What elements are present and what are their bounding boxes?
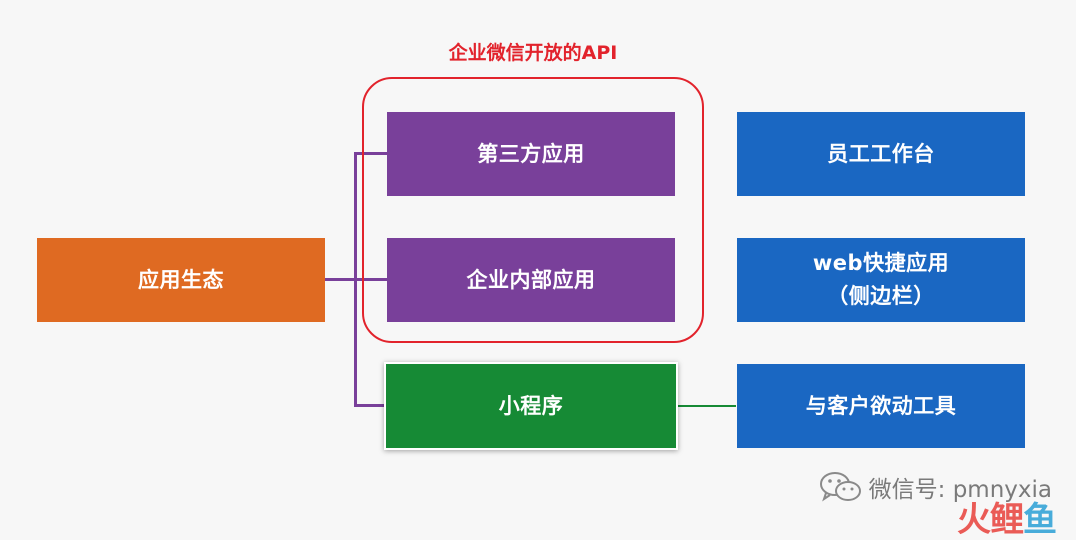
api-group-label: 企业微信开放的API [448, 42, 618, 64]
node-internal-app-label: 企业内部应用 [466, 267, 596, 292]
node-mini-program: 小程序 [386, 364, 676, 448]
connector-to-third-party [354, 152, 388, 155]
brand-char-2: 鲤 [990, 500, 1024, 540]
node-customer-tool-label: 与客户欲动工具 [805, 393, 957, 418]
brand-char-3: 鱼 [1023, 500, 1057, 540]
watermark-text: 微信号: pmnyxia [868, 477, 1052, 503]
node-web-quick-app: web快捷应用 （侧边栏） [737, 238, 1025, 322]
node-third-party-app-label: 第三方应用 [477, 141, 585, 166]
connector-to-mini-program [354, 404, 386, 407]
connector-root-to-trunk [325, 278, 357, 281]
node-mini-program-label: 小程序 [498, 393, 564, 418]
brand-logo: 火鲤鱼 [957, 492, 1057, 540]
node-staff-workbench-label: 员工工作台 [827, 141, 935, 166]
node-third-party-app: 第三方应用 [387, 112, 675, 196]
api-group-frame [362, 77, 704, 343]
watermark: 微信号: pmnyxia [819, 470, 1052, 504]
node-app-ecosystem-label: 应用生态 [138, 267, 224, 292]
node-customer-tool: 与客户欲动工具 [737, 364, 1025, 448]
connector-mini-program-to-customer-tool [678, 405, 736, 407]
node-web-quick-app-line1: web快捷应用 [812, 251, 950, 276]
wechat-icon [819, 472, 861, 502]
node-web-quick-app-line2: （侧边栏） [827, 284, 935, 308]
brand-char-1: 火 [957, 500, 991, 540]
node-app-ecosystem: 应用生态 [37, 238, 325, 322]
node-staff-workbench: 员工工作台 [737, 112, 1025, 196]
node-internal-app: 企业内部应用 [387, 238, 675, 322]
connector-to-internal [354, 278, 388, 281]
